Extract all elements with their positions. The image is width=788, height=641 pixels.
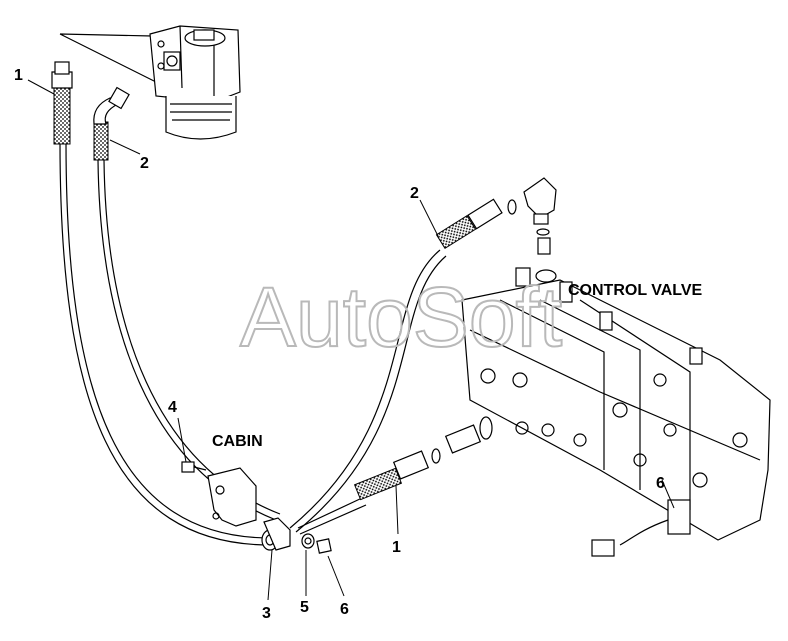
callout-4: 4 xyxy=(168,399,177,416)
hose-1-left xyxy=(51,61,273,546)
control-valve-label: CONTROL VALVE xyxy=(568,282,703,299)
leader-lines xyxy=(27,79,675,601)
callout-3: 3 xyxy=(262,605,271,622)
cabin-bracket xyxy=(181,461,257,527)
steering-unit xyxy=(59,25,241,140)
callout-2-top: 2 xyxy=(140,155,149,172)
callout-2-right: 2 xyxy=(410,185,419,202)
callout-1-top: 1 xyxy=(14,67,23,84)
callout-6-valve: 6 xyxy=(656,475,665,492)
cabin-label: CABIN xyxy=(212,433,263,450)
hose-2-right xyxy=(289,198,517,533)
clamp-parts xyxy=(261,517,332,554)
watermark-text: AutoSoft xyxy=(240,270,562,364)
control-valve xyxy=(461,267,771,557)
fittings xyxy=(444,177,557,454)
callout-5: 5 xyxy=(300,599,309,616)
hose-2-left xyxy=(93,86,281,521)
callout-6-bottom: 6 xyxy=(340,601,349,618)
callout-1-bottom: 1 xyxy=(392,539,401,556)
hose-1-bottom xyxy=(297,448,441,535)
